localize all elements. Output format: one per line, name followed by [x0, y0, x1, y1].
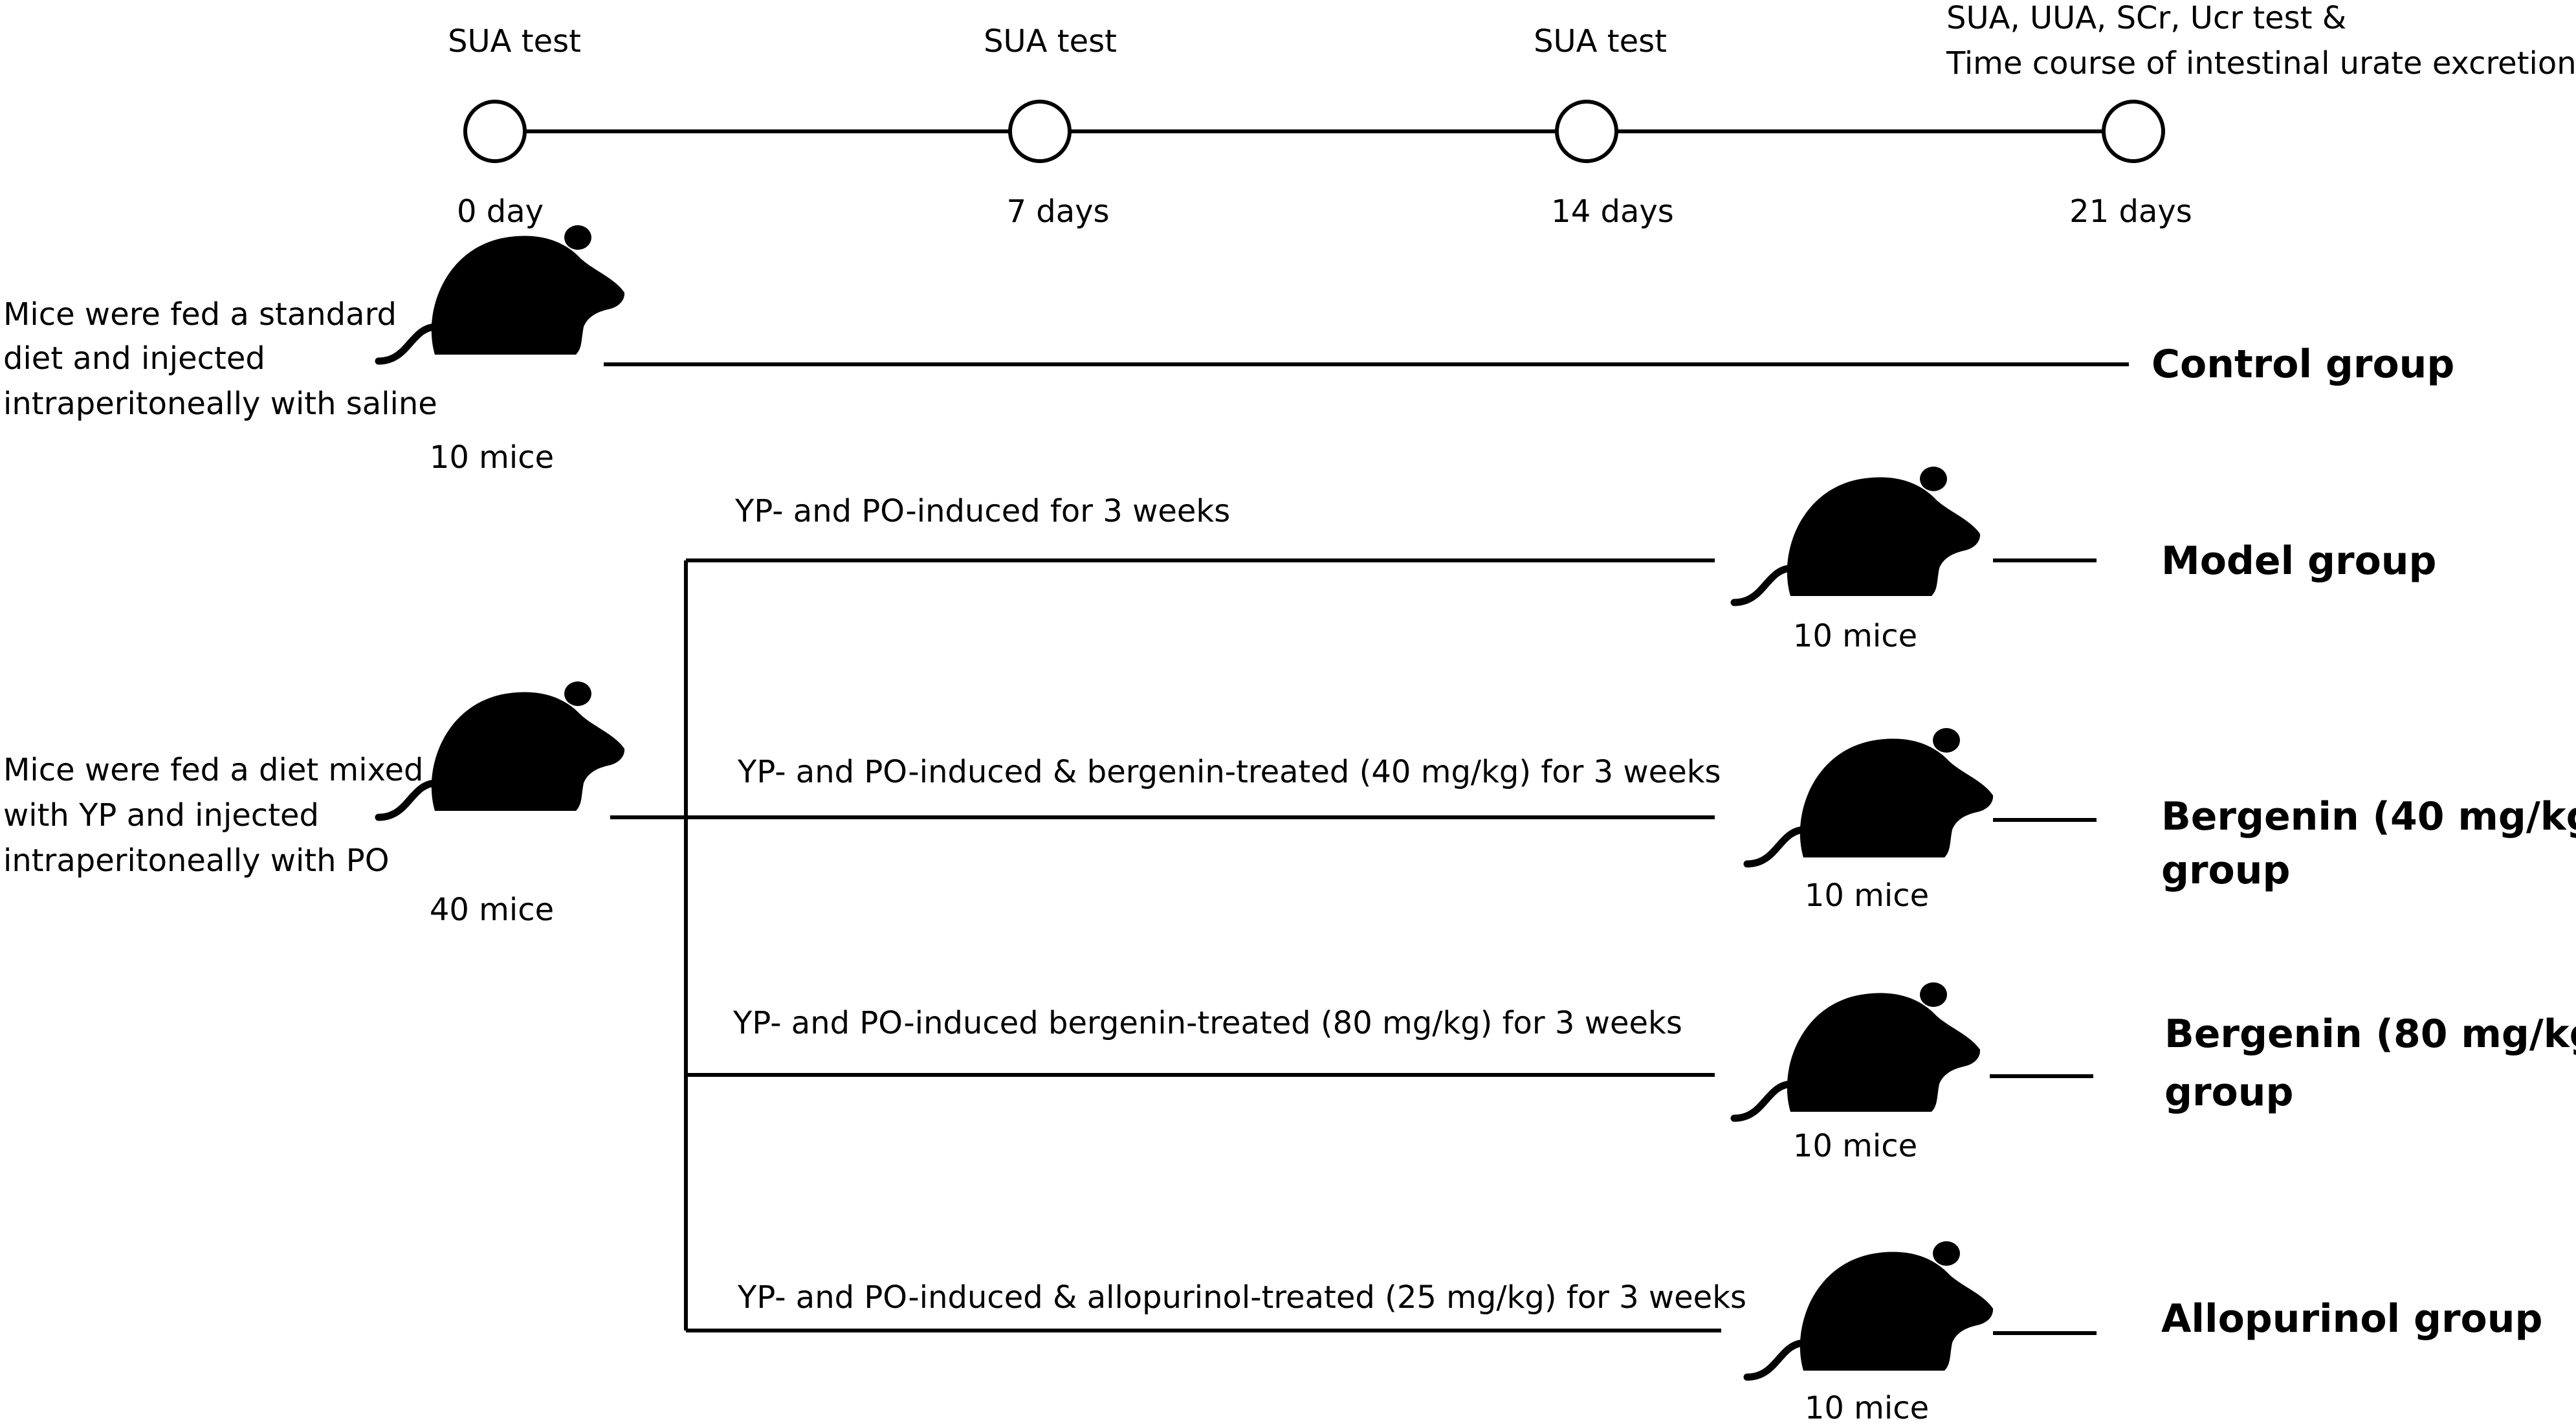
induced-description: Mice were fed a diet mixed	[3, 752, 423, 788]
branch-label: YP- and PO-induced bergenin-treated (80 …	[732, 1005, 1682, 1041]
timeline: SUA test SUA test SUA test SUA, UUA, SCr…	[448, 0, 2576, 230]
induced-description: intraperitoneally with PO	[3, 843, 390, 879]
control-mouse-count: 10 mice	[430, 439, 554, 476]
branch-model: YP- and PO-induced for 3 weeks 10 mice M…	[686, 467, 2436, 654]
timeline-test-label: SUA test	[1534, 23, 1667, 60]
timeline-day-label: 14 days	[1551, 193, 1674, 230]
branch-label: YP- and PO-induced & bergenin-treated (4…	[737, 754, 1721, 790]
branch-mouse-count: 10 mice	[1793, 1128, 1917, 1164]
mouse-icon	[379, 681, 624, 817]
timeline-day-label: 21 days	[2069, 193, 2192, 230]
branch-allopurinol: YP- and PO-induced & allopurinol-treated…	[686, 1241, 2542, 1425]
timeline-test-label: SUA test	[448, 23, 581, 60]
branch-bergenin-40: YP- and PO-induced & bergenin-treated (4…	[686, 728, 2576, 914]
mouse-icon	[379, 225, 624, 361]
group-label: Bergenin (40 mg/kg)	[2161, 794, 2576, 839]
induced-section: Mice were fed a diet mixed with YP and i…	[3, 560, 688, 1331]
branch-mouse-count: 10 mice	[1793, 618, 1917, 654]
branch-mouse-count: 10 mice	[1805, 878, 1929, 914]
control-description: intraperitoneally with saline	[3, 386, 437, 422]
timeline-node	[1555, 100, 1618, 163]
control-group-label: Control group	[2152, 342, 2454, 387]
branch-bergenin-80: YP- and PO-induced bergenin-treated (80 …	[686, 982, 2576, 1164]
mouse-icon	[1747, 728, 1993, 864]
control-description: diet and injected	[3, 340, 265, 377]
timeline-node	[463, 100, 527, 163]
group-label: group	[2161, 848, 2290, 893]
group-label: Allopurinol group	[2161, 1296, 2542, 1342]
timeline-test-label: SUA, UUA, SCr, Ucr test &	[1946, 0, 2346, 36]
induced-mouse-count: 40 mice	[430, 892, 554, 928]
induced-description: with YP and injected	[3, 797, 319, 834]
timeline-test-label: SUA test	[984, 23, 1117, 60]
control-description: Mice were fed a standard	[3, 296, 397, 333]
mouse-icon	[1734, 467, 1980, 602]
branch-label: YP- and PO-induced & allopurinol-treated…	[737, 1279, 1746, 1316]
timeline-day-label: 0 day	[457, 193, 544, 230]
timeline-node	[2102, 100, 2165, 163]
branch-mouse-count: 10 mice	[1805, 1390, 1929, 1425]
timeline-test-label: Time course of intestinal urate excretio…	[1946, 45, 2576, 82]
branch-label: YP- and PO-induced for 3 weeks	[734, 493, 1230, 529]
group-label: Bergenin (80 mg/kg)	[2164, 1011, 2576, 1057]
group-label: Model group	[2161, 538, 2436, 584]
timeline-day-label: 7 days	[1006, 193, 1109, 230]
mouse-icon	[1747, 1241, 1993, 1377]
timeline-node	[1008, 100, 1072, 163]
control-section: Mice were fed a standard diet and inject…	[3, 225, 2454, 476]
group-label: group	[2164, 1070, 2293, 1115]
mouse-icon	[1734, 982, 1980, 1118]
